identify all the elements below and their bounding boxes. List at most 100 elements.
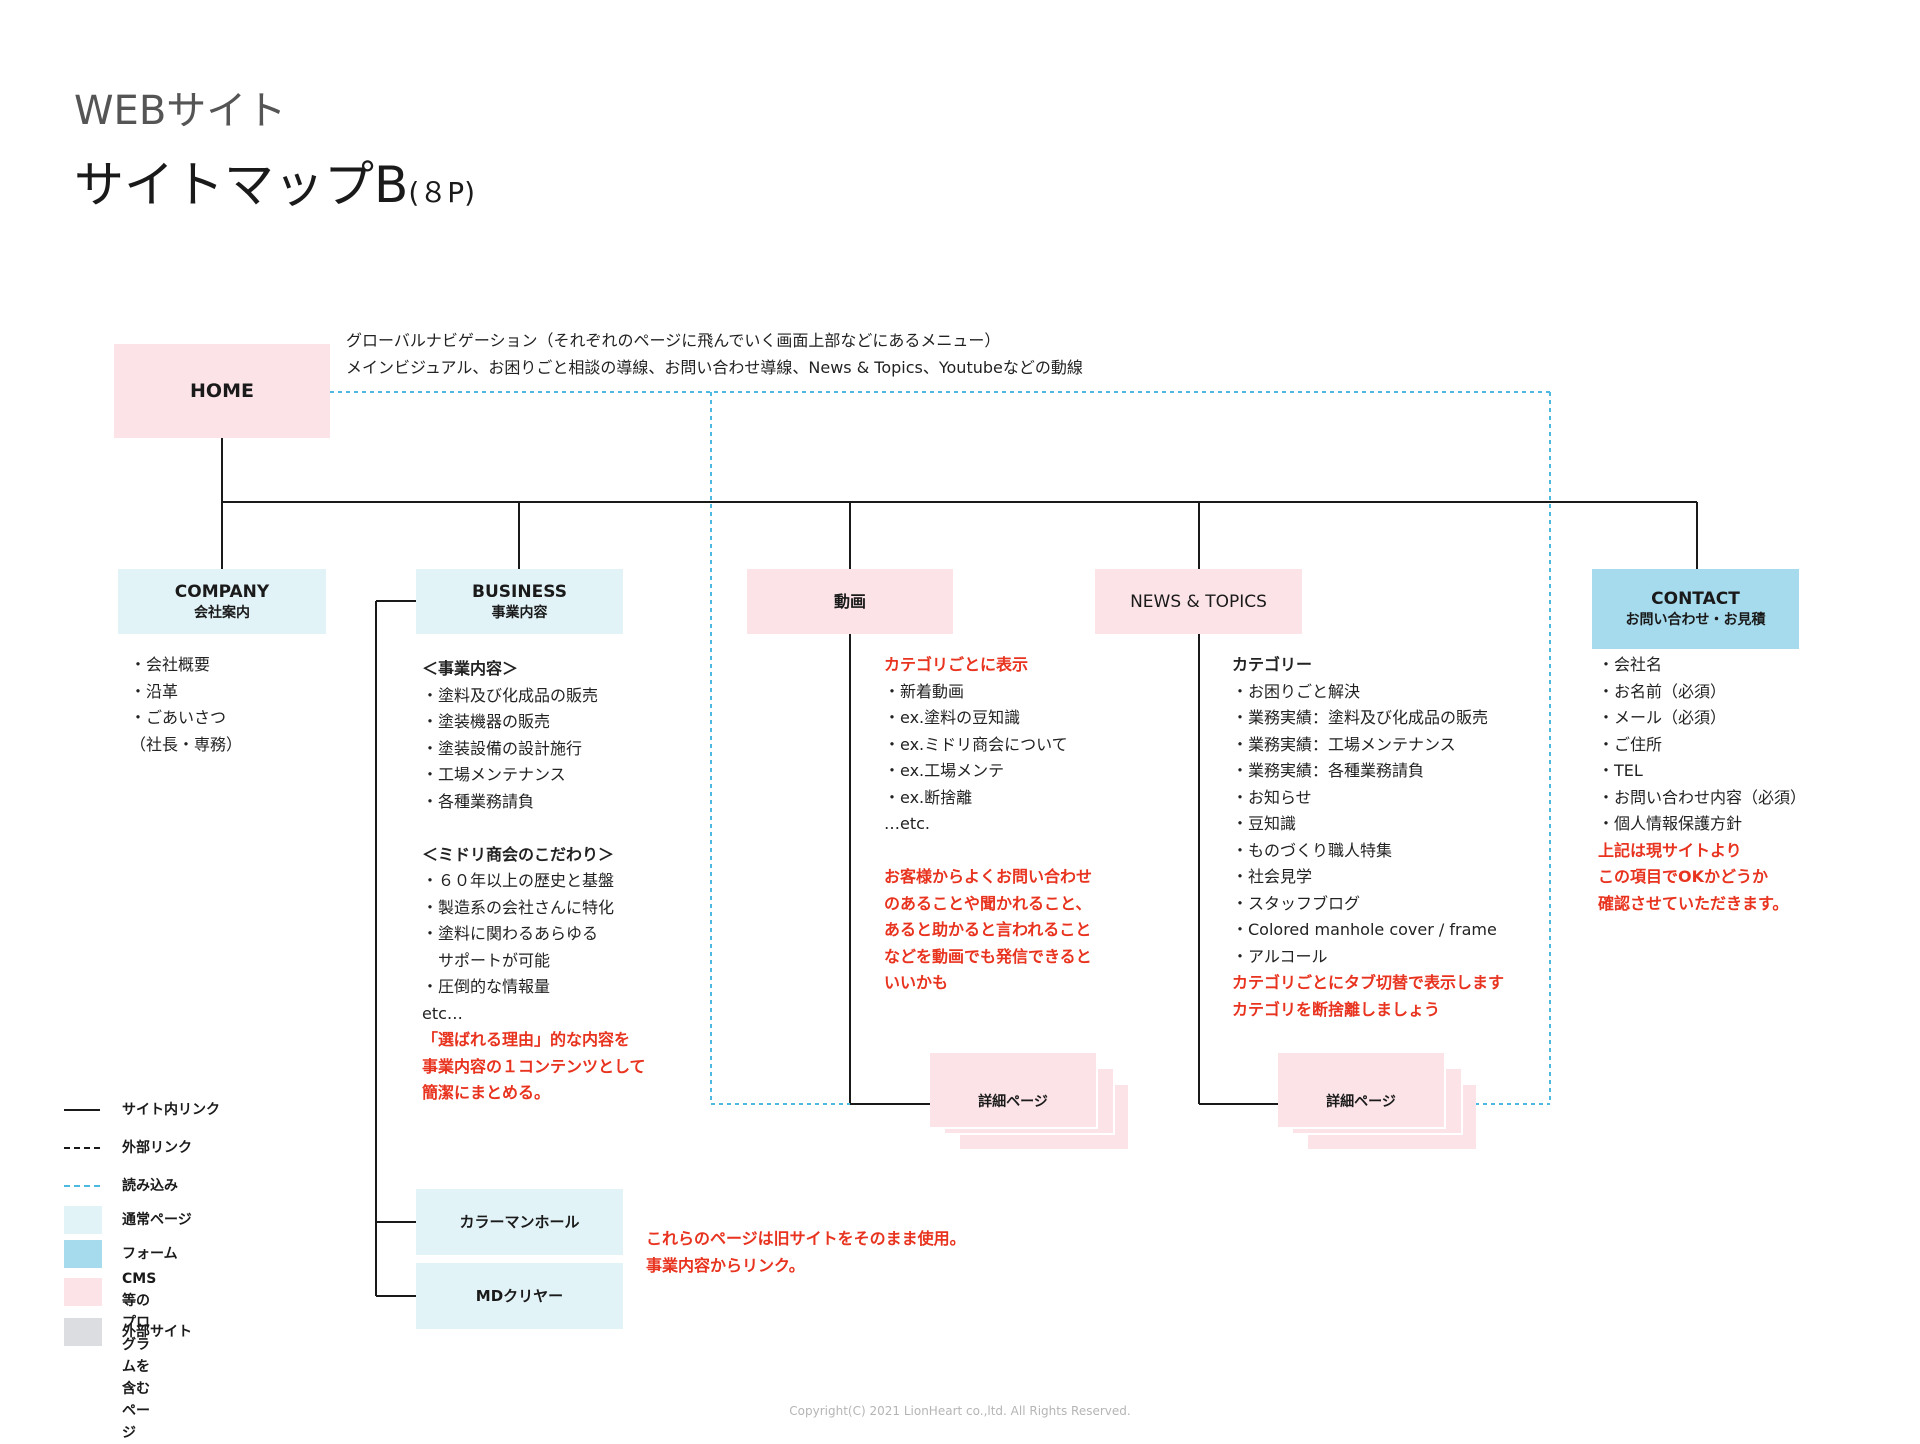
list-item: ・塗料に関わるあらゆる bbox=[422, 924, 599, 943]
legend-item-pink: CMS等の プログラムを含むページ bbox=[64, 1271, 156, 1441]
list-item: ・ごあいさつ bbox=[130, 708, 227, 727]
page-count: (８P) bbox=[408, 176, 476, 209]
legend-swatch-gray bbox=[64, 1318, 102, 1346]
node-video-label: 動画 bbox=[833, 591, 866, 611]
node-business[interactable]: BUSINESS 事業内容 bbox=[416, 569, 623, 634]
legend-swatch-pale bbox=[64, 1206, 102, 1234]
node-news-detail-label: 詳細ページ bbox=[1326, 1094, 1396, 1110]
note-line: カテゴリを断捨離しましょう bbox=[1232, 999, 1441, 1019]
list-item: ・ex.工場メンテ bbox=[884, 761, 1005, 780]
legend-item-blue: フォーム bbox=[64, 1239, 178, 1269]
legend-item-gray: 外部サイト bbox=[64, 1317, 192, 1347]
legend-item-cyan-dotted: 読み込み bbox=[64, 1171, 178, 1201]
legend-swatch-dotted-line bbox=[64, 1147, 102, 1149]
video-content-list: カテゴリごとに表示 ・新着動画 ・ex.塗料の豆知識 ・ex.ミドリ商会について… bbox=[884, 652, 1092, 997]
list-item: etc… bbox=[422, 1003, 463, 1023]
list-item: ・メール（必須） bbox=[1598, 708, 1727, 727]
page-title: サイトマップB(８P) bbox=[74, 145, 475, 217]
note-line: カテゴリごとにタブ切替で表示します bbox=[1232, 973, 1505, 992]
node-news[interactable]: NEWS & TOPICS bbox=[1095, 569, 1302, 634]
contact-content-list: ・会社名 ・お名前（必須） ・メール（必須） ・ご住所 ・TEL ・お問い合わせ… bbox=[1598, 652, 1806, 917]
list-item: （社長・専務） bbox=[130, 734, 243, 754]
legend-item-solid: サイト内リンク bbox=[64, 1095, 220, 1125]
list-item: ・個人情報保護方針 bbox=[1598, 814, 1743, 833]
list-item: ・ex.ミドリ商会について bbox=[884, 734, 1068, 754]
node-contact[interactable]: CONTACT お問い合わせ・お見積 bbox=[1592, 569, 1799, 649]
list-item: ・ex.断捨離 bbox=[884, 787, 973, 807]
legend-label: 外部リンク bbox=[122, 1140, 192, 1156]
list-item: ・圧倒的な情報量 bbox=[422, 977, 551, 996]
list-item: ・ex.塗料の豆知識 bbox=[884, 708, 1021, 727]
node-contact-jp: お問い合わせ・お見積 bbox=[1625, 612, 1766, 628]
node-color-manhole-label: カラーマンホール bbox=[459, 1213, 580, 1231]
note-line: これらのページは旧サイトをそのまま使用。 bbox=[646, 1229, 966, 1248]
node-color-manhole[interactable]: カラーマンホール bbox=[416, 1189, 623, 1255]
legend-swatch-cyan-line bbox=[64, 1185, 102, 1187]
list-item: ・６０年以上の歴史と基盤 bbox=[422, 871, 615, 890]
node-company[interactable]: COMPANY 会社案内 bbox=[118, 569, 326, 634]
legend-swatch-blue bbox=[64, 1240, 102, 1268]
note-line: いいかも bbox=[884, 973, 949, 992]
caption-global-nav: グローバルナビゲーション（それぞれのページに飛んでいく画面上部などにあるメニュー… bbox=[346, 331, 1001, 350]
list-item: ・塗料及び化成品の販売 bbox=[422, 685, 599, 705]
node-company-en: COMPANY bbox=[174, 581, 270, 602]
legend-swatch-pink bbox=[64, 1278, 102, 1306]
list-item: ・豆知識 bbox=[1232, 814, 1297, 833]
node-company-jp: 会社案内 bbox=[194, 604, 250, 621]
legend-item-dotted: 外部リンク bbox=[64, 1133, 192, 1163]
node-video-detail[interactable]: 詳細ページ bbox=[930, 1053, 1128, 1149]
list-item: ・社会見学 bbox=[1232, 867, 1313, 886]
legend-swatch-solid-line bbox=[64, 1109, 102, 1111]
list-item: ・塗装設備の設計施行 bbox=[422, 738, 583, 758]
note-line: 簡潔にまとめる。 bbox=[422, 1083, 551, 1102]
page-title-text: サイトマップB bbox=[74, 156, 409, 214]
news-content-list: カテゴリー ・お困りごと解決 ・業務実績：塗料及び化成品の販売 ・業務実績：工場… bbox=[1232, 652, 1504, 1023]
list-item: ・工場メンテナンス bbox=[422, 765, 566, 784]
list-item: ・ご住所 bbox=[1598, 734, 1663, 754]
list-item: ・業務実績：各種業務請負 bbox=[1232, 761, 1425, 780]
note-line: 事業内容の１コンテンツとして bbox=[422, 1056, 646, 1076]
legend-label: 通常ページ bbox=[122, 1212, 192, 1228]
list-item: ・新着動画 bbox=[884, 681, 965, 701]
node-video-detail-label: 詳細ページ bbox=[978, 1094, 1048, 1110]
list-heading: ＜ミドリ商会のこだわり＞ bbox=[422, 844, 615, 864]
list-item: ・お困りごと解決 bbox=[1232, 681, 1361, 701]
legend-label: 外部サイト bbox=[122, 1324, 192, 1340]
list-spacer bbox=[422, 815, 646, 842]
list-item: ・会社概要 bbox=[130, 655, 211, 674]
legend-label: フォーム bbox=[122, 1246, 178, 1262]
copyright: Copyright(C) 2021 LionHeart co.,ltd. All… bbox=[789, 1404, 1131, 1418]
note-line: カテゴリごとに表示 bbox=[884, 655, 1029, 674]
node-home[interactable]: HOME bbox=[114, 344, 330, 438]
node-news-label: NEWS & TOPICS bbox=[1130, 591, 1267, 612]
list-item: ・お名前（必須） bbox=[1598, 681, 1727, 701]
list-item: ・業務実績：工場メンテナンス bbox=[1232, 734, 1456, 754]
note-line: 確認させていただきます。 bbox=[1598, 893, 1789, 913]
legend-label: サイト内リンク bbox=[122, 1102, 220, 1118]
list-item: ・TEL bbox=[1598, 761, 1643, 780]
legend-label: CMS等の プログラムを含むページ bbox=[122, 1271, 157, 1441]
list-item: ・Colored manhole cover / frame bbox=[1232, 920, 1497, 939]
page-subtitle: WEBサイト bbox=[74, 88, 287, 134]
node-business-jp: 事業内容 bbox=[491, 604, 548, 621]
node-news-detail[interactable]: 詳細ページ bbox=[1278, 1053, 1476, 1149]
business-content-list: ＜事業内容＞ ・塗料及び化成品の販売 ・塗装機器の販売 ・塗装設備の設計施行 ・… bbox=[422, 656, 646, 1107]
list-heading: ＜事業内容＞ bbox=[422, 659, 519, 678]
list-item: ・会社名 bbox=[1598, 655, 1663, 674]
caption-home: メインビジュアル、お困りごと相談の導線、お問い合わせ導線、News & Topi… bbox=[346, 358, 1083, 377]
company-content-list: ・会社概要 ・沿革 ・ごあいさつ （社長・専務） bbox=[130, 652, 242, 758]
list-item: ・製造系の会社さんに特化 bbox=[422, 897, 615, 917]
list-item: ・ものづくり職人特集 bbox=[1232, 840, 1393, 860]
note-line: 「選ばれる理由」的な内容を bbox=[422, 1030, 631, 1049]
list-heading: カテゴリー bbox=[1232, 655, 1313, 674]
note-line: お客様からよくお問い合わせ bbox=[884, 867, 1093, 886]
list-item: ・お問い合わせ内容（必須） bbox=[1598, 787, 1807, 807]
note-line: 事業内容からリンク。 bbox=[646, 1255, 805, 1275]
stack-sheet-1: 詳細ページ bbox=[930, 1053, 1098, 1129]
node-business-en: BUSINESS bbox=[472, 581, 567, 602]
node-md-clear[interactable]: MDクリヤー bbox=[416, 1263, 623, 1329]
legend-label: 読み込み bbox=[122, 1178, 178, 1194]
node-video[interactable]: 動画 bbox=[747, 569, 953, 634]
note-line: 上記は現サイトより bbox=[1598, 840, 1742, 860]
